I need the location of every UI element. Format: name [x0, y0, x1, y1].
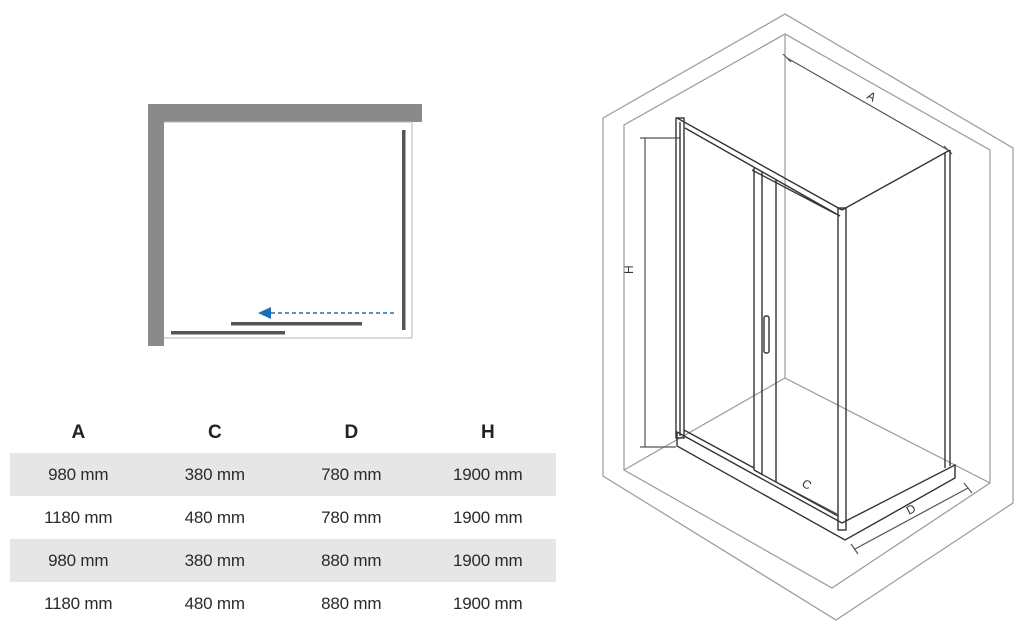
table-row: 1180 mm 480 mm 880 mm 1900 mm [10, 582, 556, 625]
floor-right-edge [784, 377, 991, 484]
left-profile [675, 117, 685, 439]
corner-profile [837, 207, 847, 531]
shower-tray [676, 430, 956, 541]
cell-h: 1900 mm [453, 507, 523, 527]
fixed-glass-panel [171, 331, 285, 335]
cell-a: 980 mm [48, 550, 109, 570]
cell-d: 780 mm [321, 464, 382, 484]
table-row: 980 mm 380 mm 880 mm 1900 mm [10, 539, 556, 582]
label-d: D [904, 501, 919, 518]
table-header-row: A C D H [10, 413, 556, 453]
cell-d: 780 mm [321, 507, 382, 527]
plan-view-diagram [148, 104, 422, 346]
header-c: C [207, 422, 222, 443]
sliding-door-panel [231, 322, 362, 326]
cell-c: 380 mm [184, 464, 245, 484]
table-row: 980 mm 380 mm 780 mm 1900 mm [10, 453, 556, 496]
label-h: H [622, 265, 636, 274]
dim-d-tick-right [963, 482, 973, 494]
side-panel [402, 130, 406, 330]
header-d: D [344, 422, 359, 443]
label-a: A [865, 88, 879, 104]
dim-d-tick-left [850, 543, 859, 555]
cell-a: 1180 mm [44, 507, 113, 527]
back-wall [148, 104, 422, 122]
door-top-line [751, 169, 837, 215]
dim-a-line [786, 57, 949, 151]
room-outline-outer [602, 13, 1014, 621]
cell-a: 1180 mm [44, 593, 113, 613]
cell-c: 480 mm [184, 593, 245, 613]
door-handle [763, 315, 770, 354]
cell-h: 1900 mm [453, 550, 523, 570]
header-a: A [71, 422, 86, 443]
dim-a-tick-left [782, 53, 792, 63]
door-bottom-line [753, 469, 839, 517]
label-c: C [800, 476, 815, 493]
fixed-panel-bottom-line [683, 429, 755, 469]
front-top-rail [676, 117, 843, 211]
dim-d-line [854, 487, 969, 550]
cell-h: 1900 mm [453, 593, 523, 613]
arrow-head-icon [258, 307, 271, 319]
cell-d: 880 mm [321, 550, 382, 570]
cell-c: 480 mm [184, 507, 245, 527]
cell-d: 880 mm [321, 593, 382, 613]
floor-left-edge [623, 377, 786, 471]
dimensions-table: A C D H 980 mm 380 mm 780 mm 1900 mm 118… [10, 413, 556, 625]
cell-h: 1900 mm [453, 464, 523, 484]
side-top-rail [841, 149, 951, 211]
cell-a: 980 mm [48, 464, 109, 484]
room-outline-inner [623, 33, 991, 589]
table-row: 1180 mm 480 mm 780 mm 1900 mm [10, 496, 556, 539]
header-h: H [480, 422, 495, 443]
cell-c: 380 mm [184, 550, 245, 570]
isometric-enclosure-diagram: A H C D [602, 13, 1014, 621]
side-wall [148, 104, 164, 346]
